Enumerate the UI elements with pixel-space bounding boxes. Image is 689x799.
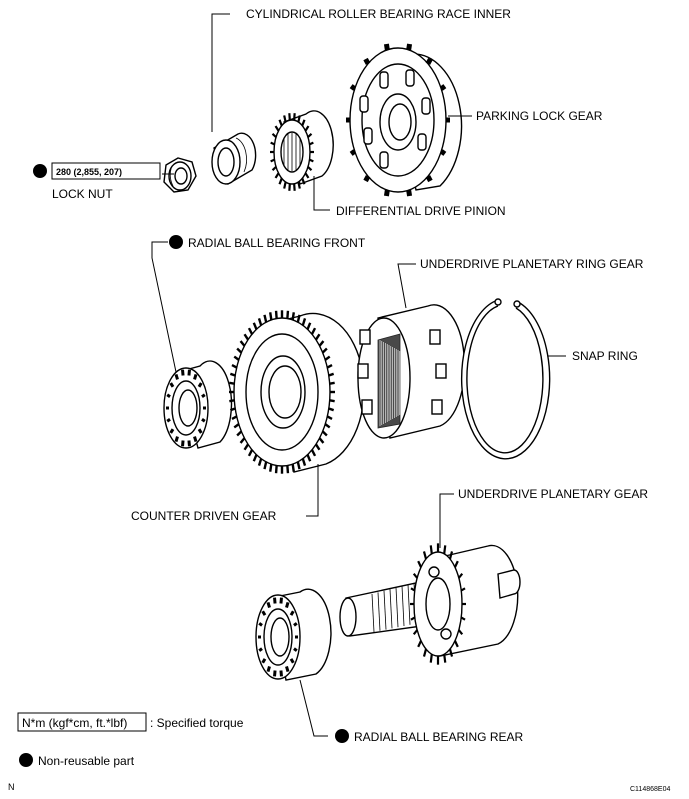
label-radial-ball-bearing-front: RADIAL BALL BEARING FRONT	[188, 236, 366, 250]
label-cylindrical-roller-bearing-race-inner: CYLINDRICAL ROLLER BEARING RACE INNER	[246, 7, 511, 21]
legend-torque-box	[17, 712, 147, 732]
radial-ball-bearing-front-part	[163, 360, 233, 449]
nonreusable-marker-bearing-front	[169, 235, 183, 249]
counter-driven-gear-part	[229, 310, 365, 474]
label-radial-ball-bearing-rear: RADIAL BALL BEARING REAR	[354, 730, 524, 744]
differential-drive-pinion-part	[270, 110, 334, 191]
torque-value: 280 (2,855, 207)	[56, 167, 122, 177]
legend-nonreusable-description: Non-reusable part	[38, 754, 135, 768]
nonreusable-marker-bearing-rear	[335, 729, 349, 743]
radial-ball-bearing-rear-part	[255, 588, 332, 681]
footer-left-code: N	[8, 782, 15, 792]
label-lock-nut: LOCK NUT	[52, 187, 113, 201]
underdrive-planetary-gear-part	[339, 543, 521, 665]
figure-id: C114868E04	[630, 786, 670, 793]
label-underdrive-planetary-gear: UNDERDRIVE PLANETARY GEAR	[458, 487, 648, 501]
lock-nut-part	[163, 157, 197, 193]
leader-lines	[151, 13, 566, 737]
legend-torque-units: N*m (kgf*cm, ft.*lbf)	[22, 716, 127, 730]
label-parking-lock-gear: PARKING LOCK GEAR	[476, 109, 603, 123]
label-underdrive-planetary-ring-gear: UNDERDRIVE PLANETARY RING GEAR	[420, 257, 644, 271]
label-snap-ring: SNAP RING	[572, 349, 638, 363]
nonreusable-marker-lock-nut	[33, 164, 47, 178]
snap-ring-part	[460, 298, 551, 460]
parking-lock-gear-part	[346, 43, 463, 197]
roller-bearing-race-part	[211, 132, 257, 186]
label-differential-drive-pinion: DIFFERENTIAL DRIVE PINION	[336, 204, 506, 218]
label-counter-driven-gear: COUNTER DRIVEN GEAR	[131, 509, 277, 523]
legend-nonreusable-marker	[19, 753, 33, 767]
legend-torque-description: : Specified torque	[150, 716, 244, 730]
underdrive-ring-gear-part	[357, 304, 466, 439]
torque-box	[51, 162, 161, 180]
